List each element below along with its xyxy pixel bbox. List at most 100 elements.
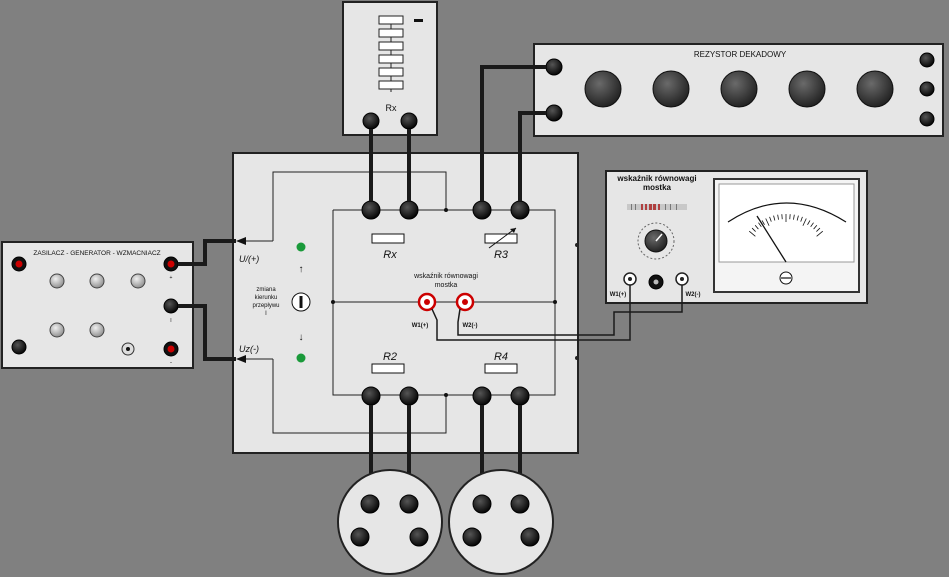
bridge-panel: Rx R3 R2 R4 U/(+) Uz(-) ↑ zmiana kierunk… <box>232 152 579 454</box>
bridge-terminal-bottom-1[interactable] <box>361 386 381 406</box>
arrow-down-icon: ↓ <box>299 332 304 343</box>
arrow-left-top <box>236 237 246 245</box>
supply-black-terminal-left[interactable] <box>11 339 27 355</box>
meter-tick <box>793 214 795 220</box>
plug-left-pin-4[interactable] <box>409 527 429 547</box>
decade-terminal-right-3[interactable] <box>919 111 935 127</box>
decade-knob-2[interactable] <box>652 70 690 108</box>
plug-right-pin-1[interactable] <box>472 494 492 514</box>
decade-knob-5[interactable] <box>856 70 894 108</box>
bridge-terminal-bottom-3[interactable] <box>472 386 492 406</box>
bridge-terminal-bottom-2[interactable] <box>399 386 419 406</box>
decade-knob-3[interactable] <box>720 70 758 108</box>
bridge-w1-label: W1(+) <box>412 323 429 329</box>
minus-mark <box>414 19 423 22</box>
supply-jack-1[interactable] <box>49 273 65 289</box>
balance-indicator-device: wskaźnik równowagi mostka W1(+) W2(-) <box>605 170 868 304</box>
decade-terminal-right-2[interactable] <box>919 81 935 97</box>
u-minus-label: Uz(-) <box>239 344 259 354</box>
bridge-terminal-top-3[interactable] <box>472 200 492 220</box>
meter-tick <box>758 222 762 228</box>
rx-resistor-stack <box>378 15 404 92</box>
supply-black-terminal-mid[interactable] <box>163 298 179 314</box>
decade-terminal-right-1[interactable] <box>919 52 935 68</box>
rx-resistor-box: Rx <box>342 1 438 136</box>
plug-left-pin-1[interactable] <box>360 494 380 514</box>
supply-mark-mid: I <box>170 318 171 324</box>
sensitivity-dial-ring <box>637 222 675 260</box>
meter-tick <box>810 222 814 228</box>
meter-tick <box>816 230 824 237</box>
decade-resistor: REZYSTOR DEKADOWY <box>533 43 944 137</box>
meter-tick <box>796 215 799 221</box>
decade-knob-1[interactable] <box>584 70 622 108</box>
indicator-device-title-2: mostka <box>643 183 672 192</box>
indicator-device-title-1: wskaźnik równowagi <box>616 174 696 183</box>
meter-tick <box>777 214 779 220</box>
arrow-left-bottom <box>236 355 246 363</box>
rx-bridge-label: Rx <box>383 249 397 261</box>
bridge-terminal-top-4[interactable] <box>510 200 530 220</box>
meter-tick <box>769 216 772 222</box>
indicator-w2-label: W2(-) <box>686 292 701 298</box>
supply-mark-plus: + <box>170 275 173 281</box>
supply-jack-2[interactable] <box>89 273 105 289</box>
plug-right-pin-4[interactable] <box>520 527 540 547</box>
decade-knob-4[interactable] <box>788 70 826 108</box>
plug-left-pin-2[interactable] <box>399 494 419 514</box>
r3-label: R3 <box>494 249 509 261</box>
plug-left-pin-3[interactable] <box>350 527 370 547</box>
decade-terminal-left-bottom[interactable] <box>545 104 563 122</box>
decade-terminal-left-top[interactable] <box>545 58 563 76</box>
meter-tick <box>816 227 821 232</box>
r4-label: R4 <box>494 351 508 363</box>
meter-tick <box>751 227 756 232</box>
direction-label-3: przepływu <box>252 303 279 309</box>
plug-right-pin-2[interactable] <box>510 494 530 514</box>
rx-box-label: Rx <box>386 103 397 113</box>
meter-tick <box>761 220 765 225</box>
meter-tick <box>802 218 807 226</box>
meter-tick <box>748 230 756 237</box>
meter-tick <box>813 224 818 230</box>
plug-socket-right <box>448 469 554 575</box>
analog-meter <box>713 178 860 293</box>
bridge-terminal-top-1[interactable] <box>361 200 381 220</box>
led-bottom <box>296 353 306 363</box>
direction-label-4: I <box>265 311 267 317</box>
meter-tick <box>807 220 811 225</box>
supply-jack-4[interactable] <box>49 322 65 338</box>
plug-socket-left <box>337 469 443 575</box>
meter-tick <box>773 215 776 221</box>
decade-resistor-title: REZYSTOR DEKADOWY <box>694 50 787 59</box>
power-supply-title: ZASILACZ - GENERATOR - WZMACNIACZ <box>33 250 160 257</box>
rx-terminal-left[interactable] <box>362 112 380 130</box>
power-supply: ZASILACZ - GENERATOR - WZMACNIACZ + I - <box>1 241 194 369</box>
r4-resistor-symbol <box>484 363 518 374</box>
bridge-w2-label: W2(-) <box>463 323 478 329</box>
plug-right-pin-3[interactable] <box>462 527 482 547</box>
meter-tick <box>765 218 770 226</box>
meter-tick <box>754 224 759 230</box>
meter-tick <box>800 216 803 222</box>
indicator-w1-label: W1(+) <box>610 292 627 298</box>
rx-terminal-right[interactable] <box>400 112 418 130</box>
u-plus-label: U/(+) <box>239 254 259 264</box>
supply-mark-minus: - <box>170 360 172 366</box>
r2-resistor-symbol <box>371 363 405 374</box>
rx-resistor-symbol <box>371 233 405 244</box>
led-top <box>296 242 306 252</box>
direction-label-2: kierunku <box>255 295 278 301</box>
scale-strip <box>627 204 687 210</box>
meter-needle <box>756 215 787 263</box>
indicator-wires <box>431 285 683 341</box>
bridge-terminal-top-2[interactable] <box>399 200 419 220</box>
r2-label: R2 <box>383 351 397 363</box>
bridge-indicator-title-1: wskaźnik równowagi <box>413 273 478 280</box>
bridge-indicator-title-2: mostka <box>435 282 458 289</box>
supply-jack-5[interactable] <box>89 322 105 338</box>
bridge-terminal-bottom-4[interactable] <box>510 386 530 406</box>
supply-jack-3[interactable] <box>130 273 146 289</box>
arrow-up-icon: ↑ <box>299 264 304 275</box>
